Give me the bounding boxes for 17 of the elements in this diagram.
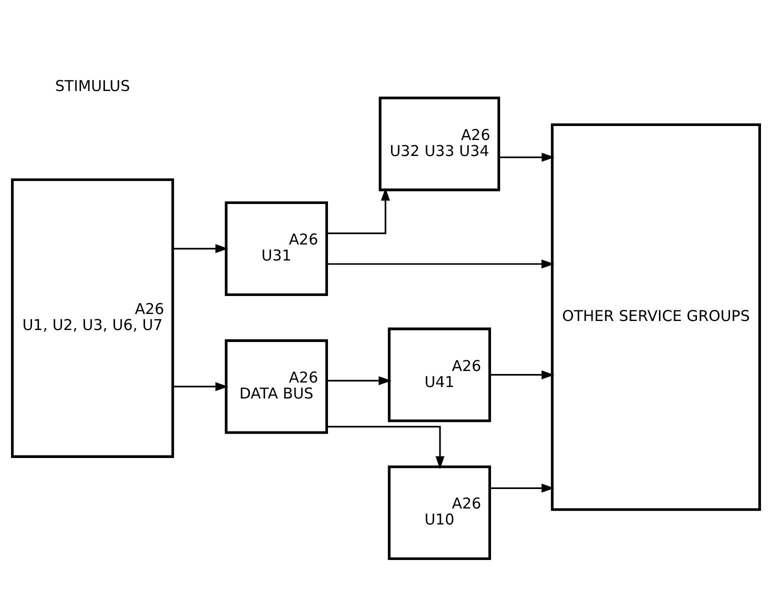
node-box: A26 DATA BUS (224, 338, 328, 434)
node-box: A26 U1, U2, U3, U6, U7 (11, 178, 174, 458)
arrow (498, 152, 555, 162)
arrow (172, 244, 228, 253)
arrow (326, 425, 444, 469)
arrow (172, 382, 228, 391)
node-box: A26 U10 (388, 464, 492, 560)
arrow (490, 483, 554, 492)
label: STIMULUS (55, 76, 130, 95)
node-box: OTHER SERVICE GROUPS (550, 122, 761, 510)
node-box: A26 U31 (224, 200, 328, 296)
arrow (326, 187, 390, 234)
node-box: A26 U41 (388, 327, 492, 422)
arrow (327, 376, 392, 385)
node-box: A26 U32 U33 U34 (378, 96, 500, 191)
arrow (326, 259, 554, 268)
arrow (490, 370, 554, 379)
